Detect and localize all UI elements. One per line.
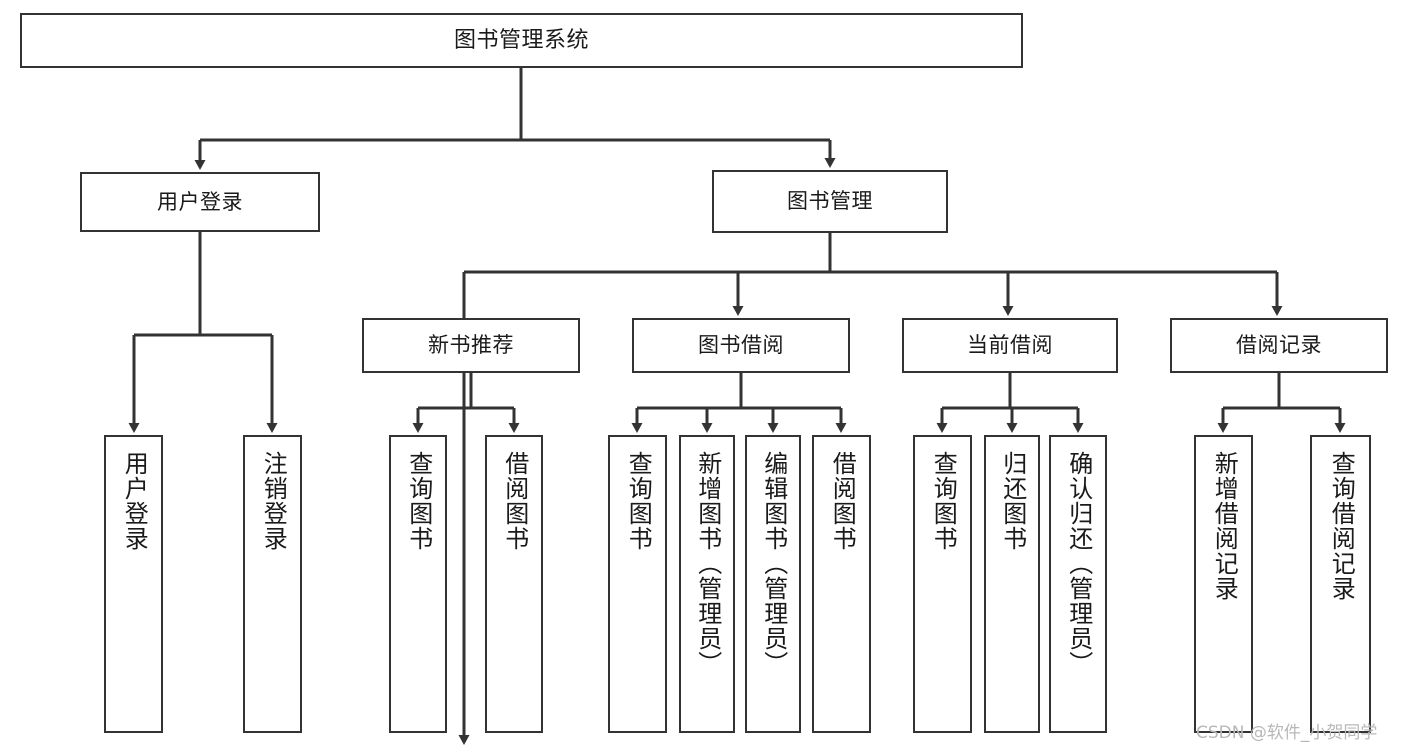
node-label: 查询图书 <box>404 451 433 551</box>
node-label: 查询图书 <box>929 451 958 551</box>
node-label: 编辑图书（管理员） <box>759 451 788 676</box>
node-label: 新增图书（管理员） <box>693 451 722 676</box>
node-leaf-borrow-book-2[interactable]: 借阅图书 <box>812 435 871 733</box>
node-label: 新书推荐 <box>428 333 514 358</box>
node-leaf-logout[interactable]: 注销登录 <box>243 435 302 733</box>
node-label: 图书管理 <box>787 189 873 214</box>
node-leaf-borrow-book-1[interactable]: 借阅图书 <box>485 435 543 733</box>
node-book-borrowing[interactable]: 图书借阅 <box>632 318 850 373</box>
node-label: 借阅图书 <box>500 451 529 551</box>
node-label: 借阅记录 <box>1236 333 1322 358</box>
node-label: 用户登录 <box>120 451 149 551</box>
node-borrowing-record[interactable]: 借阅记录 <box>1170 318 1388 373</box>
node-label: 查询借阅记录 <box>1327 451 1356 601</box>
node-leaf-query-book-2[interactable]: 查询图书 <box>608 435 667 733</box>
node-label: 图书管理系统 <box>453 27 589 53</box>
node-label: 新增借阅记录 <box>1210 451 1239 601</box>
node-leaf-query-book-3[interactable]: 查询图书 <box>913 435 972 733</box>
node-leaf-user-login[interactable]: 用户登录 <box>104 435 163 733</box>
node-label: 借阅图书 <box>828 451 857 551</box>
node-user-login[interactable]: 用户登录 <box>80 172 320 232</box>
node-label: 当前借阅 <box>967 333 1053 358</box>
node-label: 注销登录 <box>259 451 288 551</box>
csdn-watermark: CSDN @软件_小贺同学 <box>1196 723 1378 743</box>
node-leaf-return-book[interactable]: 归还图书 <box>984 435 1040 733</box>
node-label: 图书借阅 <box>698 333 784 358</box>
node-label: 归还图书 <box>998 451 1027 551</box>
node-leaf-add-book[interactable]: 新增图书（管理员） <box>679 435 735 733</box>
node-leaf-query-borrow-record[interactable]: 查询借阅记录 <box>1310 435 1371 733</box>
node-leaf-edit-book[interactable]: 编辑图书（管理员） <box>745 435 801 733</box>
node-leaf-add-borrow-record[interactable]: 新增借阅记录 <box>1194 435 1253 733</box>
node-root-book-management-system[interactable]: 图书管理系统 <box>20 13 1023 68</box>
node-label: 用户登录 <box>157 189 243 214</box>
node-label: 查询图书 <box>624 451 653 551</box>
node-leaf-query-book-1[interactable]: 查询图书 <box>389 435 447 733</box>
node-book-management[interactable]: 图书管理 <box>712 170 948 233</box>
node-current-borrowing[interactable]: 当前借阅 <box>902 318 1118 373</box>
node-label: 确认归还（管理员） <box>1064 451 1093 676</box>
node-new-book-recommendation[interactable]: 新书推荐 <box>362 318 580 373</box>
node-leaf-confirm-return[interactable]: 确认归还（管理员） <box>1049 435 1107 733</box>
